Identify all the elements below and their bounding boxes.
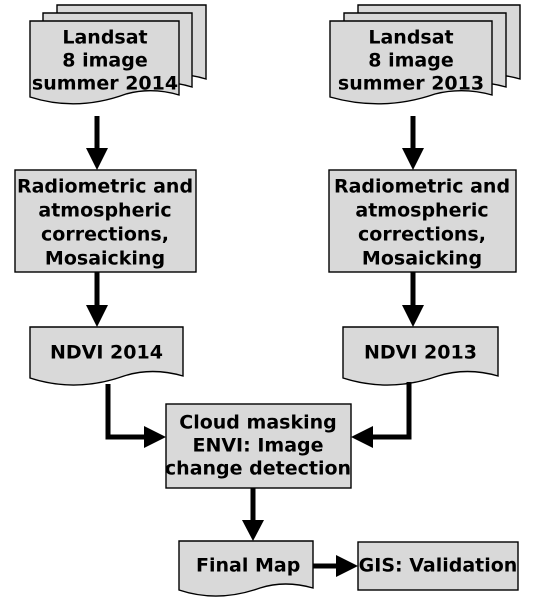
document-shape [29, 326, 184, 386]
corrections-left-line-3: corrections, [41, 224, 169, 246]
gis-validation-label: GIS: Validation [359, 555, 518, 577]
change-detection-line-1: Cloud masking [179, 412, 336, 434]
ndvi-2013-label: NDVI 2013 [364, 342, 477, 364]
arrow-landsat2014-to-corrections [86, 116, 108, 170]
arrow-ndvi2014-to-change-detection [105, 384, 166, 448]
process-box [357, 541, 519, 591]
arrow-change-detection-to-final-map [242, 488, 264, 541]
change-detection-line-3: change detection [165, 458, 351, 480]
corrections-right-line-3: corrections, [358, 224, 486, 246]
landsat-2014-label-line-2: 8 image [62, 50, 147, 72]
arrow-corrections-left-to-ndvi2014 [86, 272, 108, 327]
arrow-ndvi2013-to-change-detection [351, 382, 412, 448]
process-box [14, 169, 197, 273]
document-shape [178, 540, 314, 597]
change-detection-line-2: ENVI: Image [192, 435, 323, 457]
final-map-node: Final Map [178, 540, 314, 597]
corrections-right-line-4: Mosaicking [362, 248, 482, 270]
document-shape [29, 20, 180, 105]
ndvi-2014-node: NDVI 2014 [29, 326, 184, 386]
ndvi-2014-label: NDVI 2014 [50, 342, 163, 364]
corrections-left-line-1: Radiometric and [17, 176, 193, 198]
gis-validation-node: GIS: Validation [357, 541, 519, 591]
landsat-2013-node: Landsat 8 image summer 2013 [329, 4, 521, 105]
corrections-right-line-2: atmospheric [355, 200, 488, 222]
document-shape [329, 20, 493, 105]
corrections-right-line-1: Radiometric and [334, 176, 510, 198]
change-detection-node: Cloud masking ENVI: Image change detecti… [165, 403, 352, 489]
final-map-label: Final Map [196, 555, 300, 577]
landsat-2013-label-line-1: Landsat [368, 27, 453, 49]
process-box [165, 403, 352, 489]
document-shape [342, 326, 499, 386]
process-box [328, 169, 517, 273]
corrections-left-node: Radiometric and atmospheric corrections,… [14, 169, 197, 273]
arrow-landsat2013-to-corrections [402, 116, 424, 170]
corrections-left-line-4: Mosaicking [45, 248, 165, 270]
landsat-2013-label-line-2: 8 image [368, 50, 453, 72]
ndvi-2013-node: NDVI 2013 [342, 326, 499, 386]
landsat-2014-label-line-3: summer 2014 [32, 73, 178, 95]
corrections-right-node: Radiometric and atmospheric corrections,… [328, 169, 517, 273]
landsat-2013-label-line-3: summer 2013 [338, 73, 484, 95]
corrections-left-line-2: atmospheric [38, 200, 171, 222]
landsat-2014-node: Landsat 8 image summer 2014 [29, 4, 207, 105]
landsat-2014-label-line-1: Landsat [62, 27, 147, 49]
arrow-final-map-to-gis-validation [313, 555, 358, 577]
arrow-corrections-right-to-ndvi2013 [402, 272, 424, 327]
